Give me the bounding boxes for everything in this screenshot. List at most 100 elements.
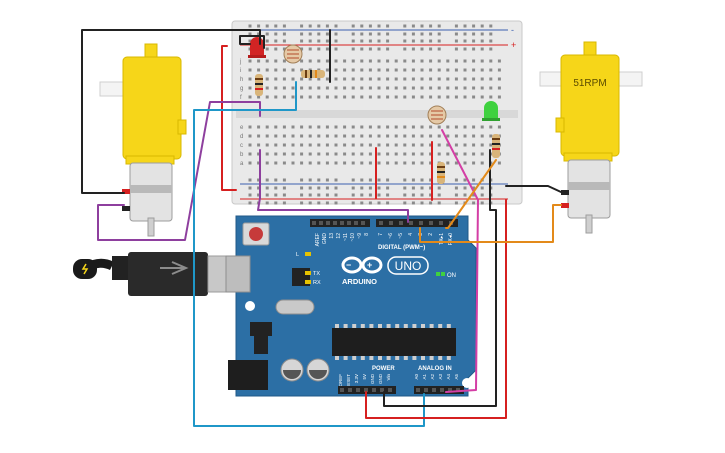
breadboard-hole[interactable] [394,143,398,147]
breadboard-hole[interactable] [282,77,286,81]
breadboard-hole[interactable] [300,125,304,129]
breadboard-hole[interactable] [429,193,433,197]
breadboard-hole[interactable] [480,134,484,138]
breadboard-hole[interactable] [420,152,424,156]
breadboard-hole[interactable] [489,143,493,147]
breadboard-hole[interactable] [265,178,269,182]
breadboard-hole[interactable] [368,39,372,43]
breadboard-hole[interactable] [454,186,458,190]
breadboard-hole[interactable] [351,201,355,205]
breadboard-hole[interactable] [480,39,484,43]
pin-socket[interactable] [319,221,323,225]
breadboard-hole[interactable] [368,95,372,99]
breadboard-hole[interactable] [472,59,476,63]
breadboard-hole[interactable] [334,152,338,156]
photoresistor-2[interactable] [427,105,447,125]
breadboard-hole[interactable] [446,143,450,147]
breadboard-hole[interactable] [454,161,458,165]
breadboard-hole[interactable] [282,143,286,147]
breadboard-hole[interactable] [334,32,338,36]
breadboard-hole[interactable] [489,125,493,129]
resistor-3[interactable] [437,162,445,184]
breadboard-hole[interactable] [265,32,269,36]
breadboard-hole[interactable] [334,186,338,190]
breadboard-hole[interactable] [368,178,372,182]
wire-blue[interactable] [193,81,425,427]
breadboard-hole[interactable] [325,134,329,138]
green-led[interactable] [482,101,500,121]
breadboard-hole[interactable] [480,161,484,165]
breadboard-hole[interactable] [317,95,321,99]
breadboard-hole[interactable] [489,59,493,63]
pin-socket[interactable] [312,221,316,225]
breadboard-hole[interactable] [446,134,450,138]
breadboard-hole[interactable] [325,86,329,90]
breadboard-hole[interactable] [325,143,329,147]
breadboard-hole[interactable] [300,201,304,205]
breadboard-hole[interactable] [351,186,355,190]
breadboard-hole[interactable] [325,77,329,81]
breadboard-hole[interactable] [463,32,467,36]
breadboard-hole[interactable] [257,193,261,197]
breadboard-hole[interactable] [351,95,355,99]
breadboard-hole[interactable] [386,161,390,165]
breadboard-hole[interactable] [386,86,390,90]
breadboard-hole[interactable] [343,143,347,147]
breadboard-hole[interactable] [446,152,450,156]
breadboard-hole[interactable] [472,95,476,99]
breadboard-hole[interactable] [420,193,424,197]
breadboard-hole[interactable] [248,59,252,63]
breadboard-hole[interactable] [351,193,355,197]
breadboard-hole[interactable] [437,193,441,197]
breadboard-hole[interactable] [403,24,407,28]
breadboard-hole[interactable] [403,178,407,182]
breadboard-hole[interactable] [265,77,269,81]
pin-socket[interactable] [419,221,423,225]
breadboard-hole[interactable] [411,186,415,190]
breadboard-hole[interactable] [351,24,355,28]
breadboard-hole[interactable] [274,68,278,72]
breadboard-hole[interactable] [360,134,364,138]
breadboard-hole[interactable] [472,125,476,129]
breadboard-hole[interactable] [265,59,269,63]
breadboard-hole[interactable] [248,152,252,156]
breadboard-hole[interactable] [411,193,415,197]
breadboard-hole[interactable] [368,186,372,190]
pin-socket[interactable] [432,388,436,392]
breadboard-hole[interactable] [403,125,407,129]
breadboard-hole[interactable] [257,178,261,182]
breadboard-hole[interactable] [394,125,398,129]
breadboard-hole[interactable] [463,68,467,72]
breadboard-hole[interactable] [334,68,338,72]
wire-black[interactable] [505,185,562,193]
breadboard-hole[interactable] [334,143,338,147]
breadboard-hole[interactable] [343,161,347,165]
breadboard-hole[interactable] [300,32,304,36]
breadboard-hole[interactable] [454,143,458,147]
arduino-uno-board[interactable]: − + ARDUINO UNO ON L TX RX AREF GND 13 1… [225,215,477,397]
breadboard-hole[interactable] [420,143,424,147]
breadboard-hole[interactable] [334,95,338,99]
breadboard-hole[interactable] [325,161,329,165]
breadboard-hole[interactable] [403,47,407,51]
breadboard-hole[interactable] [325,95,329,99]
breadboard-hole[interactable] [480,143,484,147]
breadboard-hole[interactable] [351,143,355,147]
breadboard-hole[interactable] [325,59,329,63]
breadboard-hole[interactable] [437,152,441,156]
breadboard-hole[interactable] [325,152,329,156]
breadboard-hole[interactable] [454,39,458,43]
breadboard-hole[interactable] [411,68,415,72]
breadboard-hole[interactable] [282,186,286,190]
breadboard-hole[interactable] [274,95,278,99]
breadboard-hole[interactable] [429,24,433,28]
wire-black[interactable] [383,149,497,407]
breadboard-hole[interactable] [317,161,321,165]
breadboard-hole[interactable] [308,193,312,197]
breadboard[interactable]: - + j i h g f e d c b a [231,20,523,205]
breadboard-hole[interactable] [248,186,252,190]
breadboard-hole[interactable] [386,39,390,43]
breadboard-hole[interactable] [360,39,364,43]
breadboard-hole[interactable] [334,161,338,165]
